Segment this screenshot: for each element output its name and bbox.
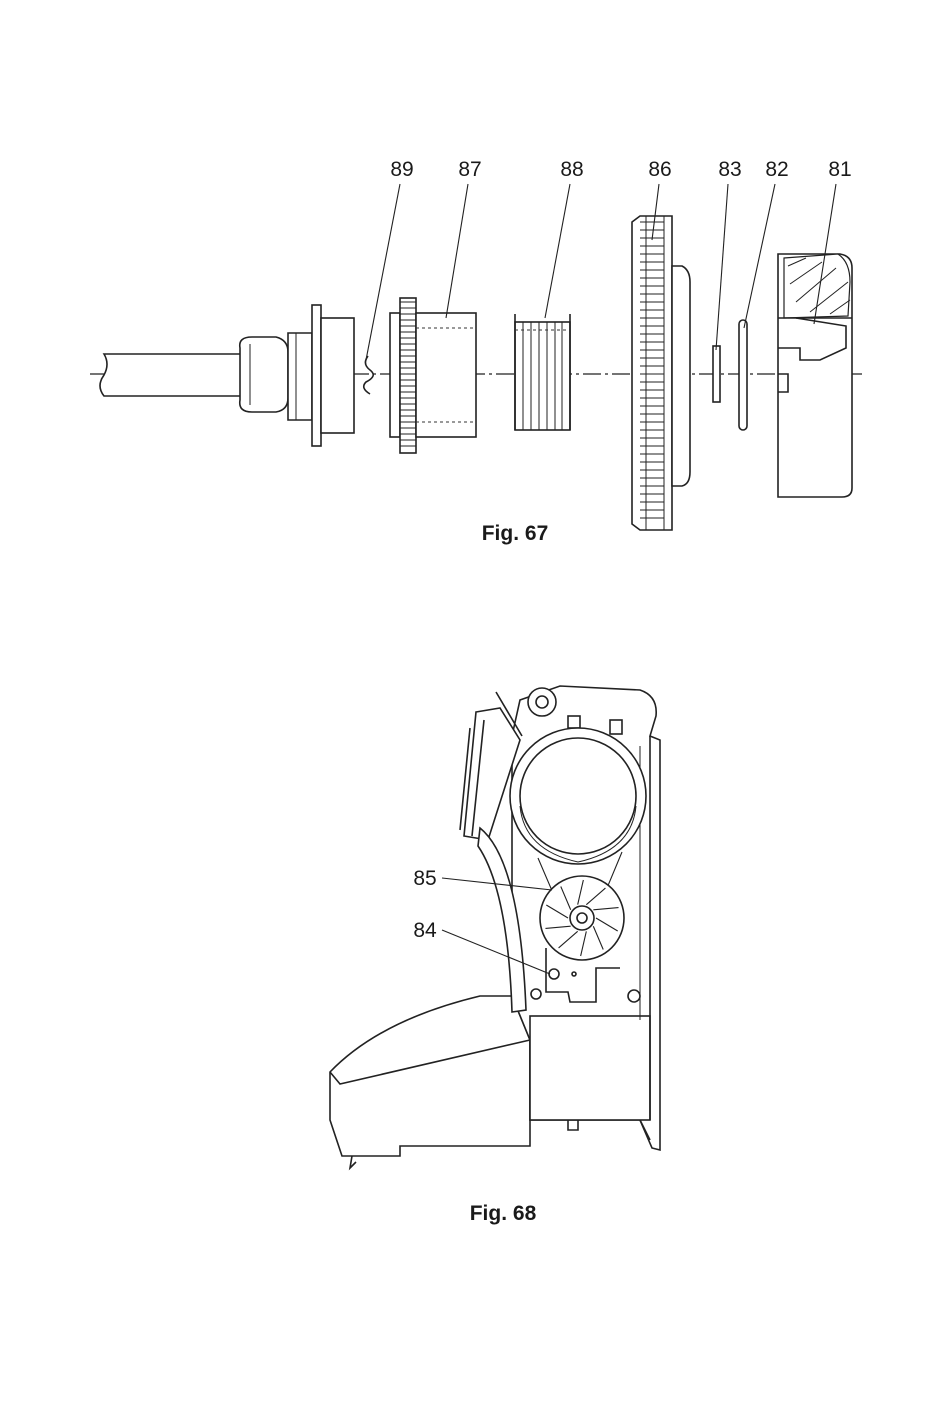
figure-68: 85 84 Fig. 68 (0, 600, 950, 1420)
callout-81: 81 (828, 159, 851, 180)
belt-stack (515, 314, 570, 430)
callout-87: 87 (458, 159, 481, 180)
callout-85: 85 (413, 868, 436, 889)
callout-86: 86 (648, 159, 671, 180)
callout-84: 84 (413, 920, 436, 941)
callout-82: 82 (765, 159, 788, 180)
fan-pulley (540, 876, 624, 960)
thin-disk (739, 320, 747, 430)
large-toothed-wheel (632, 216, 690, 530)
figure-67: 89 87 88 86 83 82 81 Fig. 67 (0, 0, 950, 600)
toothed-hub (390, 298, 476, 453)
large-drum (510, 728, 646, 864)
figure-67-caption: Fig. 67 (482, 522, 549, 546)
unit-side-view-drawing (0, 600, 950, 1420)
exploded-shaft-drawing (0, 0, 950, 600)
callout-83: 83 (718, 159, 741, 180)
drive-shaft (100, 305, 354, 446)
front-base (330, 996, 530, 1168)
callout-88: 88 (560, 159, 583, 180)
figure-68-caption: Fig. 68 (470, 1202, 537, 1226)
small-washer (713, 346, 720, 402)
spring-clip (364, 356, 373, 394)
callout-89: 89 (390, 159, 413, 180)
housing-section (778, 254, 852, 497)
